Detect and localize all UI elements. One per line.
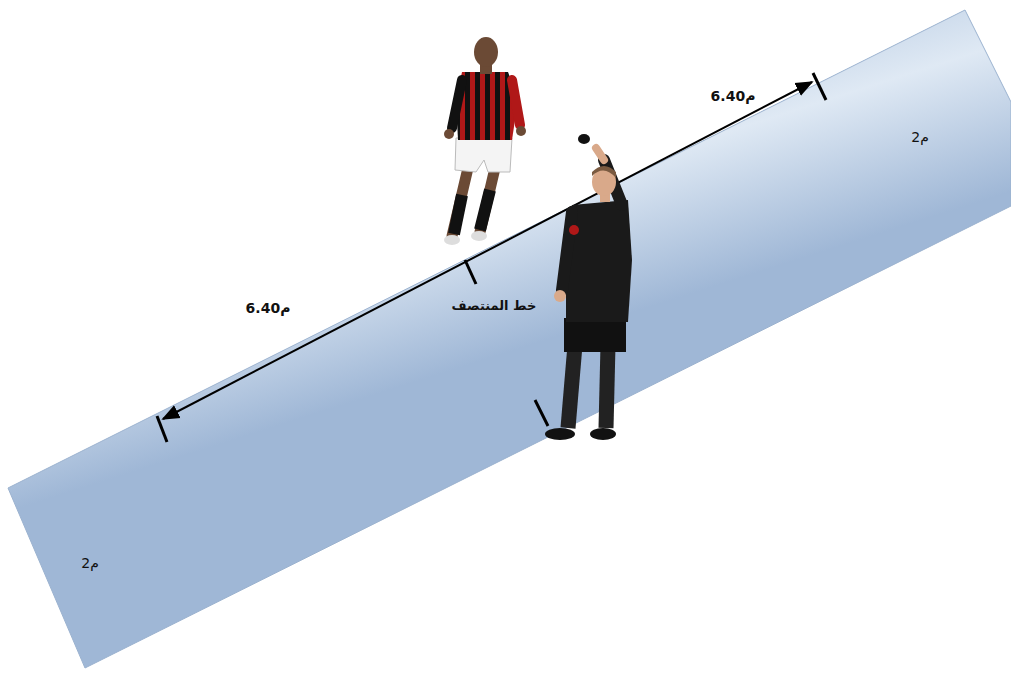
dimension-label: 2م — [81, 555, 99, 572]
field-band — [8, 10, 1011, 668]
dimension-label: 6.40م — [711, 88, 756, 105]
midline-label: خط المنتصف — [452, 298, 537, 314]
dimension-label: 6.40م — [246, 300, 291, 317]
referee-figure — [545, 134, 632, 440]
dimension-label: 2م — [911, 129, 929, 146]
tick-marks — [157, 73, 826, 442]
player-figure — [444, 37, 526, 245]
